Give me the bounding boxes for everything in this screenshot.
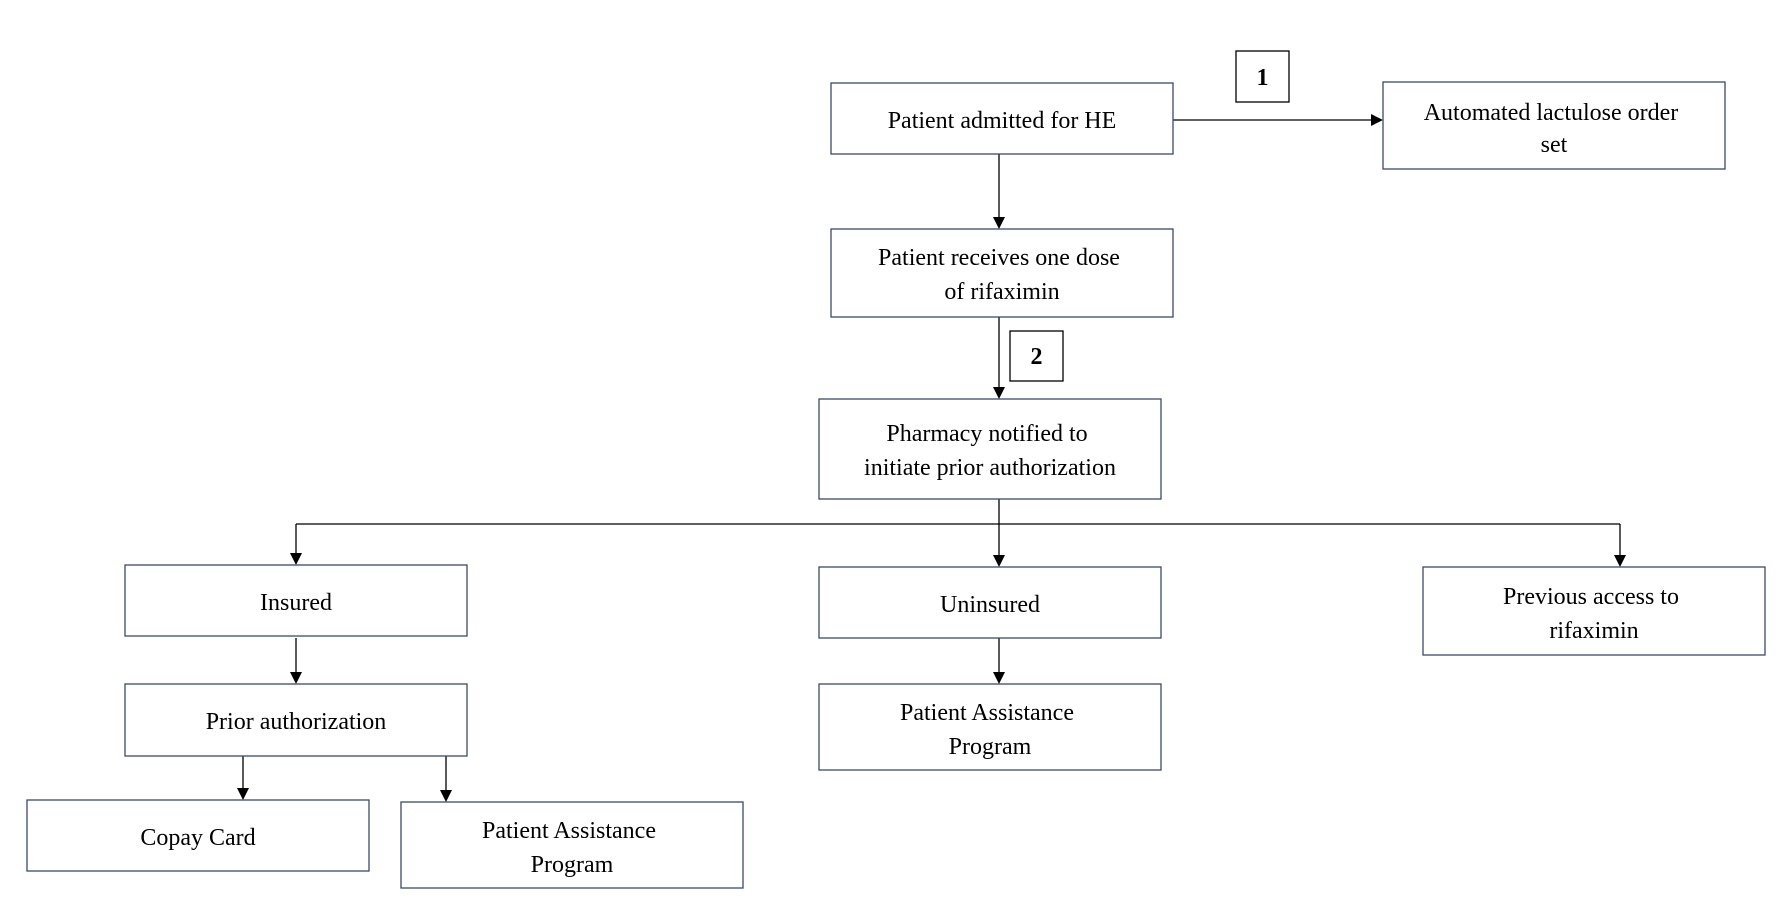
step-2-label: 2 [1009,330,1064,382]
node-patient-assistance-uninsured-text: Patient Assistance Program [900,700,1080,760]
node-prior-authorization: Prior authorization [124,683,468,757]
node-insured-text: Insured [260,590,332,616]
node-uninsured-text: Uninsured [940,592,1040,618]
node-patient-assistance-insured-text: Patient Assistance Program [482,818,662,878]
step-1-label: 1 [1235,50,1290,103]
node-insured: Insured [124,564,468,637]
node-patient-assistance-uninsured: Patient Assistance Program [818,683,1162,771]
node-patient-receives-rifaximin: Patient receives one dose of rifaximin [830,228,1174,318]
node-pharmacy-notified: Pharmacy notified to initiate prior auth… [818,398,1162,500]
node-uninsured: Uninsured [818,566,1162,639]
connectors [237,114,1626,802]
node-previous-access-text: Previous access to rifaximin [1503,584,1685,644]
step-2-text: 2 [1031,344,1043,370]
node-pharmacy-notified-text: Pharmacy notified to initiate prior auth… [864,421,1116,481]
step-1-text: 1 [1257,65,1269,91]
node-previous-access: Previous access to rifaximin [1422,566,1766,656]
node-automated-lactulose-order-set-text: Automated lactulose order set [1424,100,1685,158]
node-patient-admitted-text: Patient admitted for HE [888,108,1117,134]
node-copay-card: Copay Card [26,799,370,872]
node-copay-card-text: Copay Card [140,825,255,851]
node-patient-admitted: Patient admitted for HE [830,82,1174,155]
node-prior-authorization-text: Prior authorization [206,709,387,735]
node-patient-assistance-insured: Patient Assistance Program [400,801,744,889]
node-patient-receives-rifaximin-text: Patient receives one dose of rifaximin [878,245,1126,305]
node-automated-lactulose-order-set: Automated lactulose order set [1382,81,1726,170]
